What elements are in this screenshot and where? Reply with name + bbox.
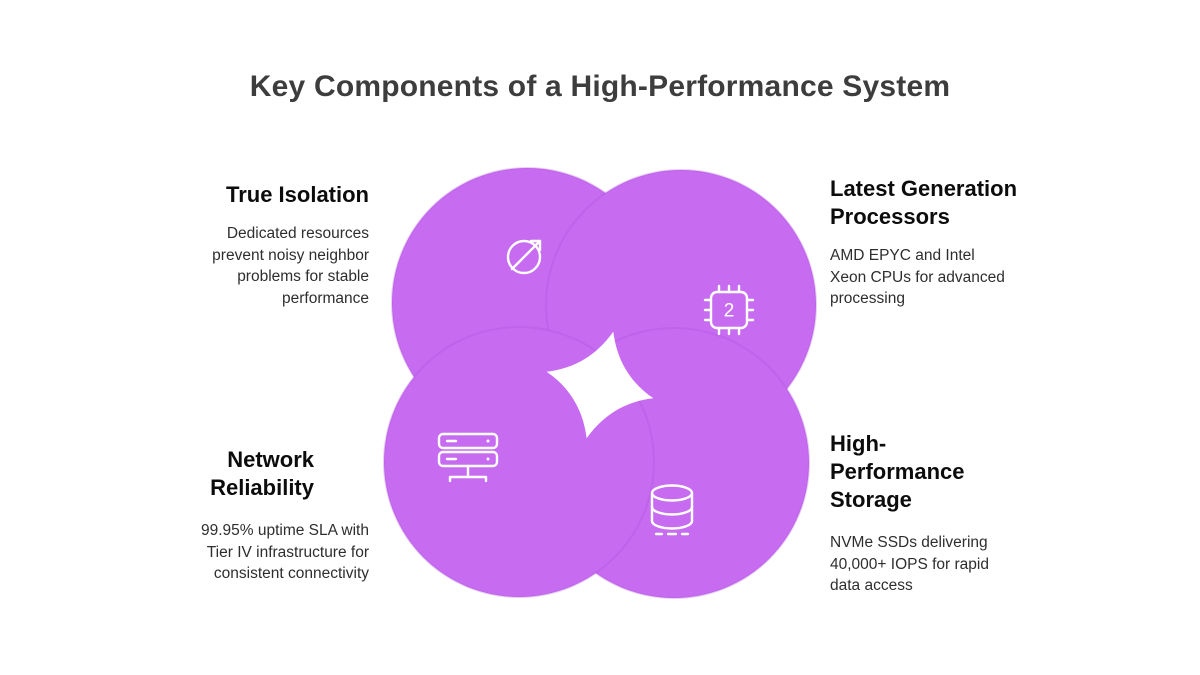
item-body: 99.95% uptime SLA with Tier IV infrastru… — [200, 521, 369, 583]
page-title: Key Components of a High-Performance Sys… — [249, 70, 951, 103]
center-pinwheel-hole — [546, 331, 654, 439]
item-storage: High-Performance Storage NVMe SSDs deliv… — [830, 430, 1035, 597]
item-heading: High-Performance Storage — [830, 431, 965, 512]
server-rack-icon — [437, 432, 499, 483]
item-body: NVMe SSDs delivering 40,000+ IOPS for ra… — [830, 533, 989, 595]
cpu-chip-icon: 2 — [703, 284, 755, 336]
circle-cluster: 2 — [383, 167, 817, 599]
item-body: Dedicated resources prevent noisy neighb… — [212, 224, 369, 307]
item-heading: Network Reliability — [210, 447, 314, 500]
item-body: AMD EPYC and Intel Xeon CPUs for advance… — [830, 246, 1005, 308]
item-heading: True Isolation — [225, 182, 369, 207]
item-network: Network Reliability 99.95% uptime SLA wi… — [179, 446, 369, 585]
database-icon — [650, 484, 694, 536]
satellite-dish-icon — [506, 239, 542, 275]
item-heading: Latest Generation Processors — [830, 176, 1018, 229]
item-true-isolation: True Isolation Dedicated resources preve… — [179, 181, 369, 310]
cpu-number-label: 2 — [724, 301, 735, 322]
item-processors: Latest Generation Processors AMD EPYC an… — [830, 175, 1035, 310]
